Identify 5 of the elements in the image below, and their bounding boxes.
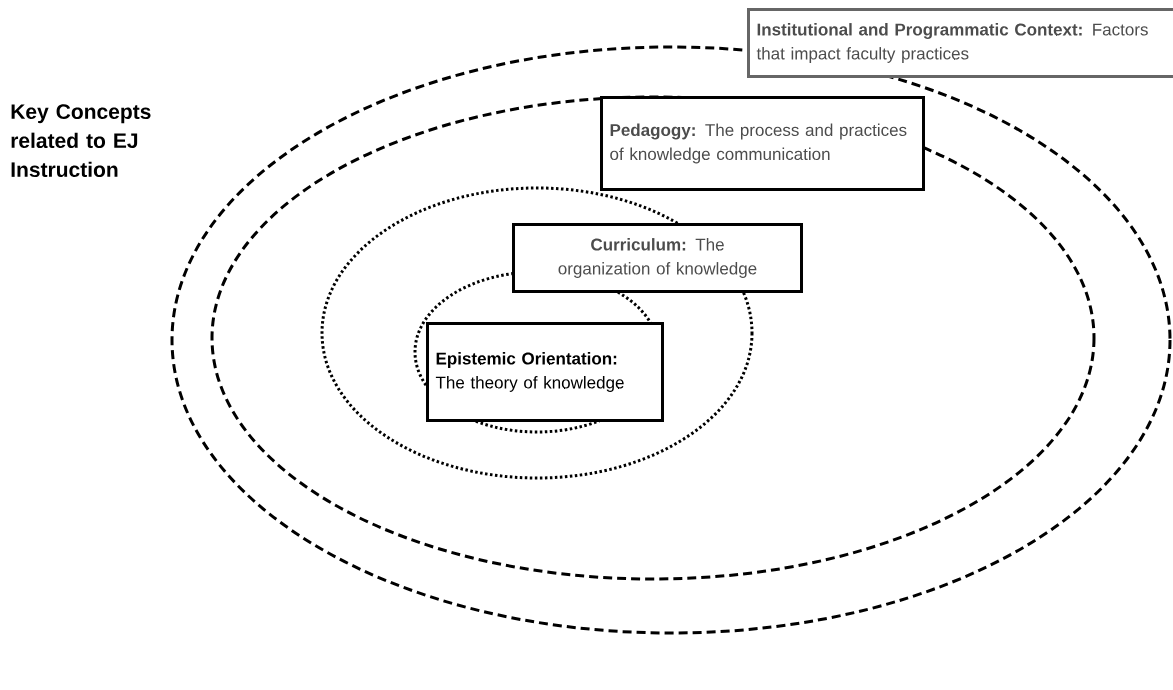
text-box: Pedagogy: The process and practices of knowledge communication (600, 96, 925, 191)
text-box: Epistemic Orientation: The theory of knowledge (426, 322, 664, 422)
text-box: Curriculum: The organization of knowledge (512, 223, 803, 293)
title: Key Concepts related to EJ Instruction (11, 104, 151, 178)
text-box: Institutional and Programmatic Context: Factors that impact faculty practices (747, 8, 1173, 78)
